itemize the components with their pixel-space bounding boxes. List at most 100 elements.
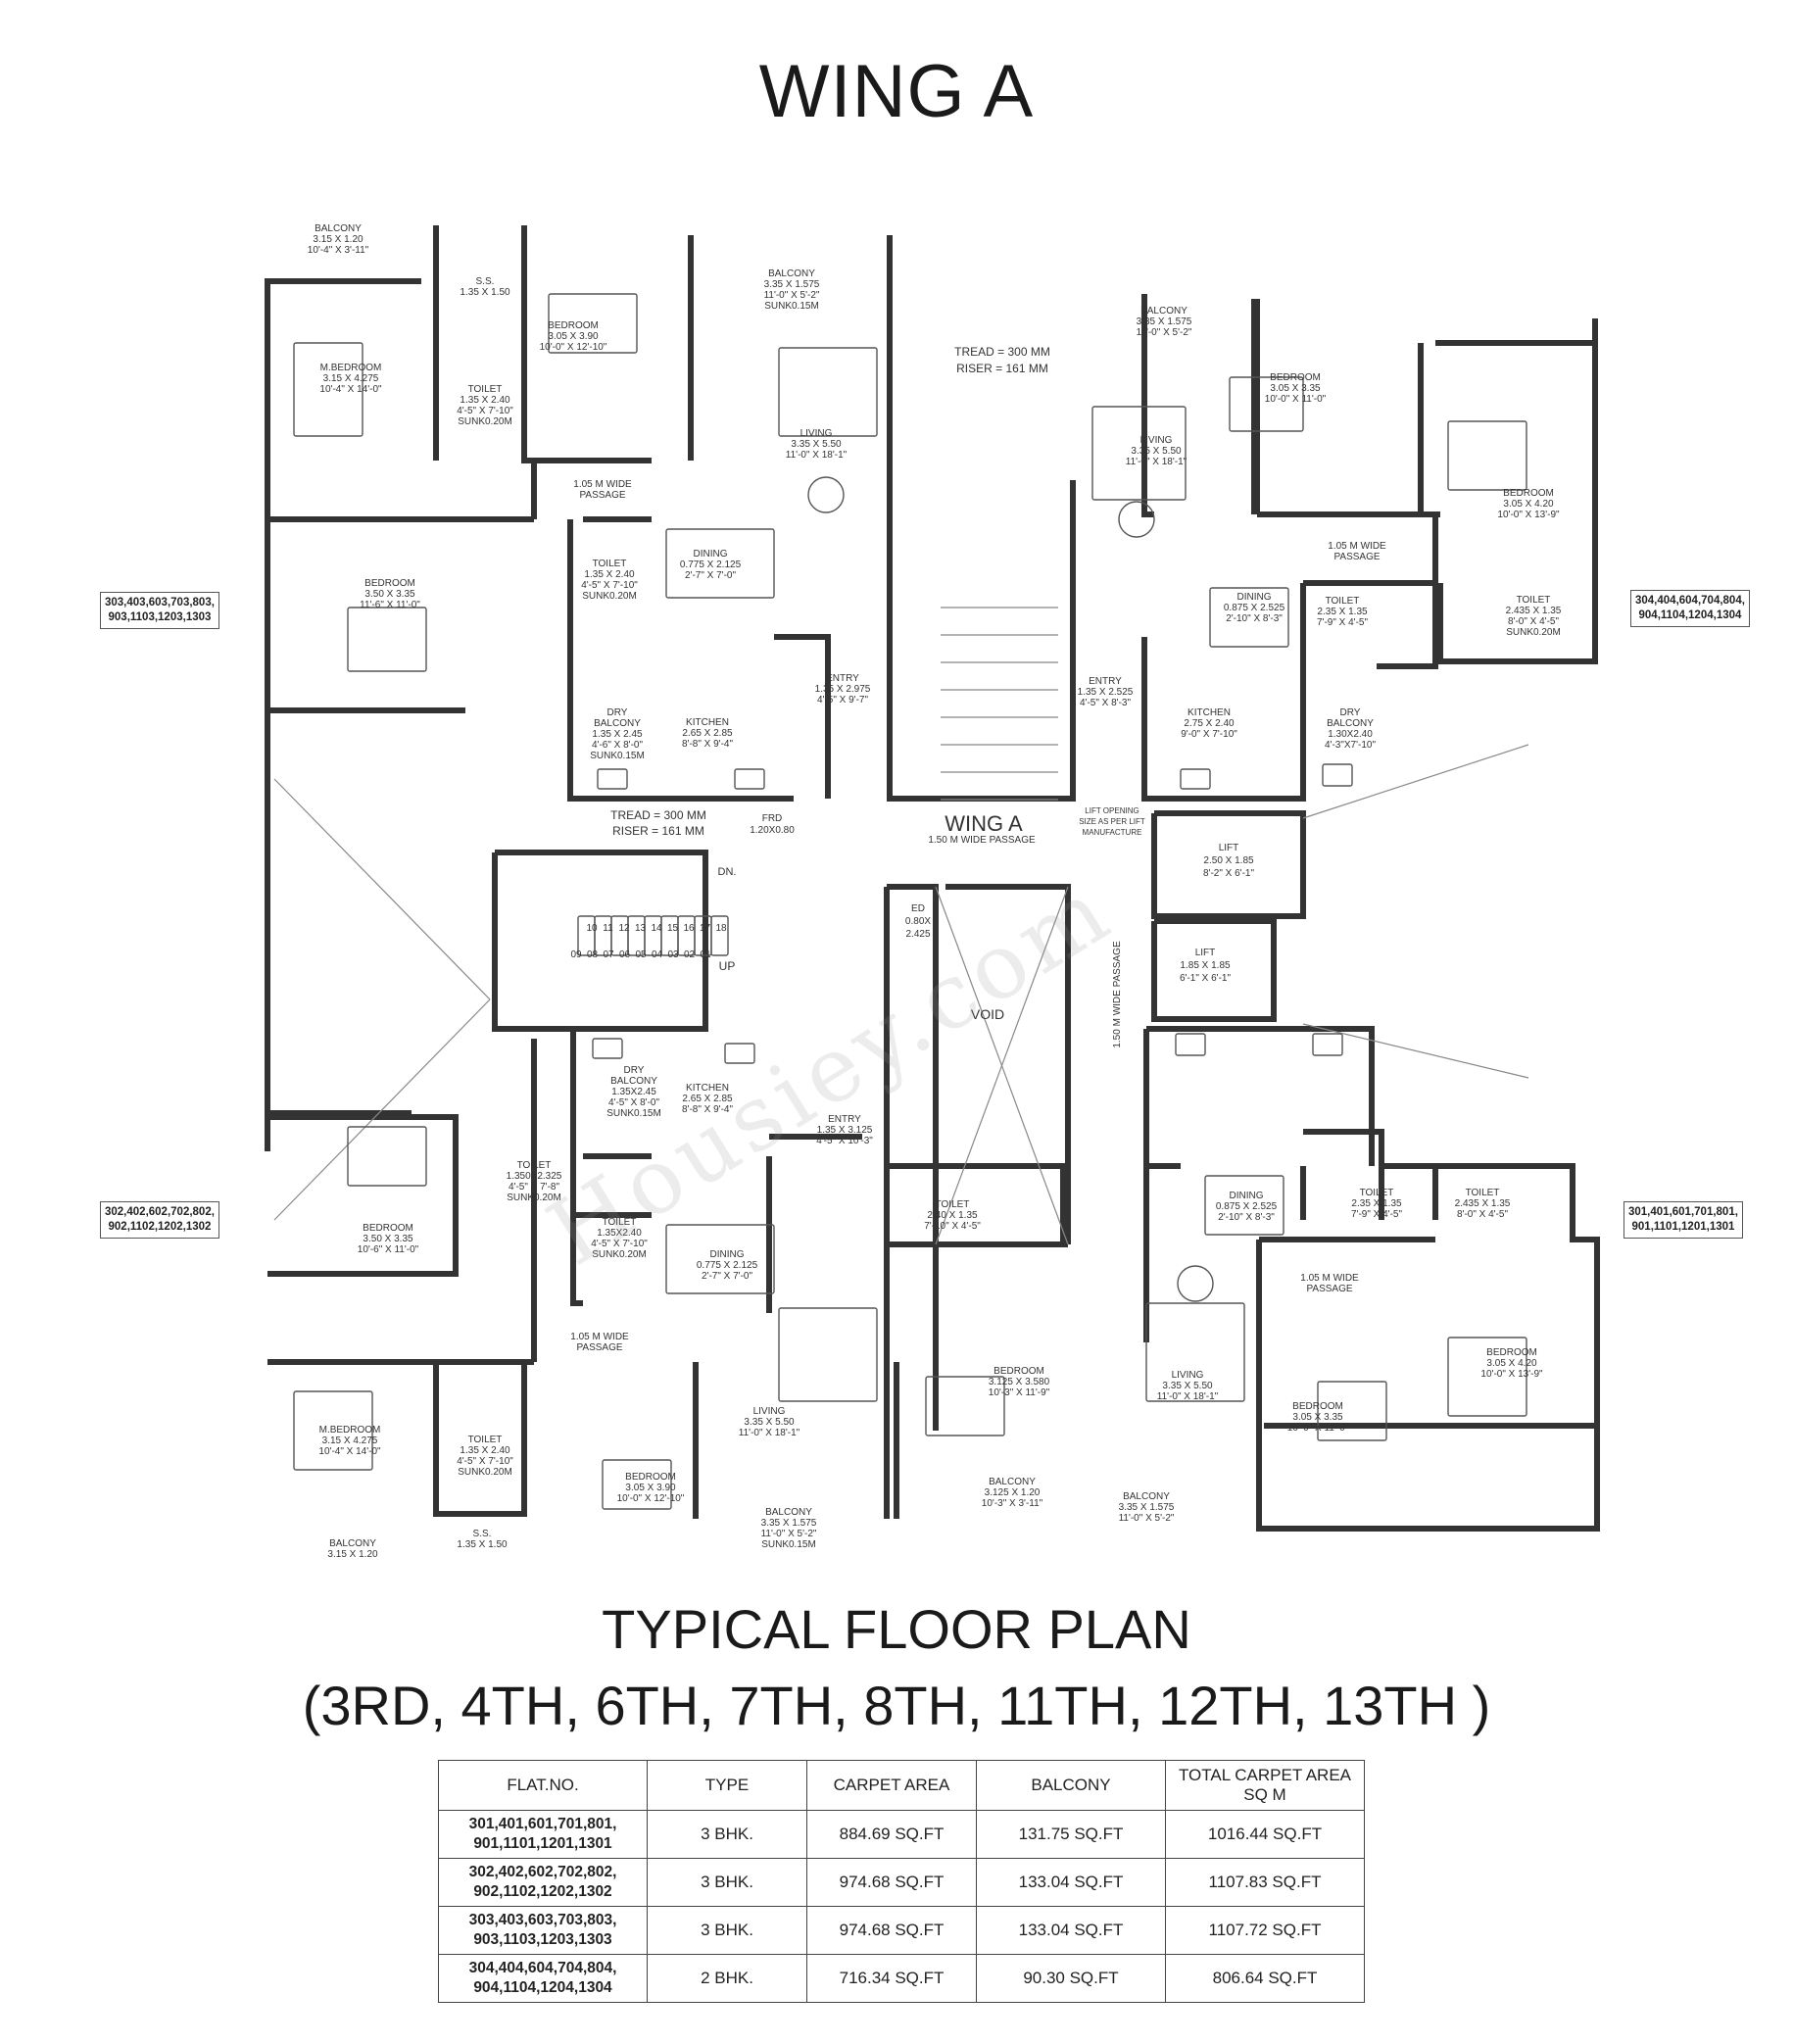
room-label-line: KITCHEN: [1187, 707, 1231, 718]
room-label-line: 10'-0" X 12'-10": [540, 342, 607, 353]
type-cell: 3 BHK.: [647, 1858, 807, 1907]
room-label-line: DRY: [624, 1065, 645, 1076]
room-label-line: 1.35 X 2.40: [584, 569, 635, 580]
room-label-line: FRD: [762, 813, 783, 824]
room-label-line: PASSAGE: [1306, 1284, 1352, 1294]
step-number: 03: [667, 949, 679, 960]
balcony-cell: 133.04 SQ.FT: [976, 1906, 1166, 1955]
room-label-line: DN.: [718, 866, 737, 878]
room-label-line: BALCONY: [989, 1477, 1036, 1487]
room-label-line: 7'-9" X 4'-5": [1351, 1209, 1403, 1220]
room-label-line: S.S.: [473, 1529, 492, 1539]
room-label-line: 0.775 X 2.125: [680, 560, 742, 570]
room-label-line: 1.05 M WIDE: [1328, 541, 1386, 552]
dining-table-icon: [665, 1224, 775, 1294]
room-label-line: KITCHEN: [686, 717, 729, 728]
col-header-total: TOTAL CARPET AREA SQ M: [1165, 1760, 1365, 1811]
room-label-line: LIVING: [800, 428, 833, 439]
room-label-line: 3.35 X 1.575: [1119, 1502, 1175, 1513]
bed-icon: [293, 342, 363, 437]
room-label-line: 3.35 X 5.50: [1162, 1381, 1213, 1391]
table-row: 302,402,602,702,802,902,1102,1202,1302 3…: [438, 1858, 1365, 1907]
room-label: WING A: [945, 811, 1023, 836]
room-label-line: 1.05 M WIDE: [570, 1332, 629, 1342]
room-label-line: PASSAGE: [579, 490, 625, 501]
room-label-line: 3.50 X 3.35: [363, 1234, 413, 1244]
wall-segment: [267, 1114, 459, 1277]
room-label: 1.50 M WIDE PASSAGE: [928, 835, 1036, 846]
room-label-line: 4'-6" X 8'-0": [592, 740, 644, 751]
room-label-line: 4'-5" X 8'-3": [1080, 698, 1132, 708]
carpet-cell: 884.69 SQ.FT: [806, 1810, 977, 1859]
room-label-line: LIFT: [1195, 948, 1216, 958]
room-label-line: 10'-3" X 11'-9": [989, 1387, 1050, 1398]
wall-segment: [945, 884, 1071, 1244]
room-label-line: BALCONY: [768, 268, 815, 279]
room-label-line: BALCONY: [329, 1538, 376, 1549]
room-label-line: 1.35 X 2.45: [592, 729, 643, 740]
room-label-line: BEDROOM: [364, 578, 415, 589]
room-label-line: BALCONY: [1327, 718, 1374, 729]
room-label-line: SIZE AS PER LIFT: [1079, 817, 1145, 826]
flat-line: 304,404,604,704,804,: [468, 1960, 617, 1976]
flat-cell: 304,404,604,704,804,904,1104,1204,1304: [438, 1954, 648, 2003]
table-row: 301,401,601,701,801,901,1101,1201,1301 3…: [438, 1810, 1365, 1859]
room-label-line: ENTRY: [828, 1114, 861, 1125]
room-label-line: 11'-0" X 5'-2": [761, 1529, 817, 1539]
flat-line: 303,403,603,703,803,: [468, 1912, 617, 1928]
guide-line: [935, 886, 1069, 1245]
step-number: 16: [683, 923, 695, 934]
room-label-line: 2.65 X 2.85: [682, 1094, 733, 1104]
room-label-line: 1.35 X 2.525: [1078, 687, 1134, 698]
sink-icon: [597, 768, 628, 790]
room-label-line: 2.75 X 2.40: [1184, 718, 1235, 729]
room-label: LIFT: [1219, 843, 1239, 853]
step-number: 08: [587, 949, 599, 960]
flat-list-line: 303,403,603,703,803,: [105, 597, 215, 608]
room-label: DN.: [718, 866, 737, 878]
room-label: S.S.1.35 X 1.50: [460, 276, 510, 298]
wall-segment: [887, 235, 1076, 802]
flat-list-line: 302,402,602,702,802,: [105, 1206, 215, 1218]
room-label-line: 11'-0" X 5'-2": [1137, 327, 1192, 338]
sink-icon: [1312, 1033, 1343, 1056]
room-label-line: 3.50 X 3.35: [364, 589, 415, 600]
room-label: LIFT OPENING: [1085, 806, 1139, 815]
room-label-line: BEDROOM: [363, 1223, 413, 1234]
room-label-line: 3.05 X 3.35: [1270, 383, 1321, 394]
room-label-line: BEDROOM: [993, 1366, 1044, 1377]
wall-segment: [570, 1029, 583, 1306]
step-number: 14: [651, 923, 662, 934]
flat-list-line: 901,1101,1201,1301: [1631, 1221, 1735, 1233]
room-label-line: 1.50 M WIDE PASSAGE: [928, 835, 1036, 846]
room-label-line: ENTRY: [1089, 676, 1122, 687]
room-label-line: BEDROOM: [1503, 488, 1554, 499]
room-label: TREAD = 300 MM: [610, 808, 706, 822]
sink-icon: [1322, 763, 1353, 787]
step-number: 01: [700, 949, 711, 960]
dining-table-icon: [1209, 587, 1289, 648]
room-label-line: 1.350X2.325: [507, 1171, 562, 1182]
carpet-cell: 974.68 SQ.FT: [806, 1906, 977, 1955]
room-label-line: 3.35 X 5.50: [1131, 446, 1182, 457]
room-label-line: 10'-0" X 11'-0": [1265, 394, 1327, 405]
room-label-line: TOILET: [1466, 1188, 1500, 1198]
room-label-line: SUNK0.20M: [592, 1249, 647, 1260]
